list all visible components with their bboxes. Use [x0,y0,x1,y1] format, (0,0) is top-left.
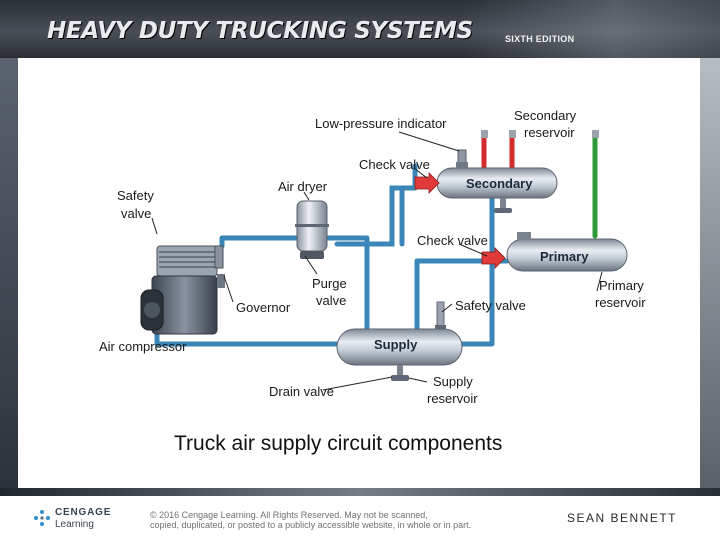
label-purge-valve-2: valve [316,293,346,308]
background-photo-right [700,58,720,488]
label-governor: Governor [236,300,291,315]
copyright-notice: © 2016 Cengage Learning. All Rights Rese… [150,510,530,530]
slide-caption: Truck air supply circuit components [174,432,503,455]
low-pressure-indicator [456,130,599,168]
label-drain-valve: Drain valve [269,384,334,399]
label-primary-reservoir-1: Primary [599,278,644,293]
safety-valve-mid [435,301,446,330]
label-safety-valve-mid: Safety valve [455,298,526,313]
air-supply-diagram: Secondary Primary Supply [97,106,653,406]
line-to-secondary [334,185,405,247]
label-secondary-reservoir-1: Secondary [514,108,577,123]
primary-tank-label: Primary [540,249,589,264]
primary-reservoir-tank: Primary [506,232,628,272]
secondary-reservoir-tank: Secondary [436,167,558,213]
label-supply-reservoir-1: Supply [433,374,473,389]
label-air-compressor: Air compressor [99,339,187,354]
footer [0,488,720,541]
supply-tank-label: Supply [374,337,418,352]
copyright-line-2: copied, duplicated, or posted to a publi… [150,520,472,530]
cengage-logo-icon [34,510,50,526]
label-safety-valve-left-2: valve [121,206,151,221]
edition-label: SIXTH EDITION [505,34,575,44]
air-dryer [295,200,329,259]
label-secondary-reservoir-2: reservoir [524,125,575,140]
label-purge-valve-1: Purge [312,276,347,291]
label-check-valve-mid: Check valve [417,233,488,248]
footer-photo-strip [0,488,720,496]
diagram-text-labels: Low-pressure indicator Secondary reservo… [99,108,646,406]
book-title: HEAVY DUTY TRUCKING SYSTEMS [47,18,473,44]
label-air-dryer: Air dryer [278,179,328,194]
supply-reservoir-tank: Supply [336,328,463,381]
secondary-air-lines [481,133,515,171]
air-compressor [140,245,225,335]
leader-lines [151,131,603,391]
publisher-name: CENGAGE [55,507,112,518]
secondary-tank-label: Secondary [466,176,533,191]
label-check-valve-top: Check valve [359,157,430,172]
publisher-sub: Learning [55,519,94,530]
label-safety-valve-left-1: Safety [117,188,154,203]
header-banner: HEAVY DUTY TRUCKING SYSTEMS SIXTH EDITIO… [0,0,720,58]
copyright-line-1: © 2016 Cengage Learning. All Rights Rese… [150,510,428,520]
background-photo-left [0,58,18,488]
label-low-pressure-indicator: Low-pressure indicator [315,116,447,131]
check-valve-mid-arrow [481,247,506,269]
diagram-svg: Secondary Primary Supply [99,108,646,406]
banner-truck-photo [460,0,720,58]
check-valve-top-arrow [414,172,440,194]
label-primary-reservoir-2: reservoir [595,295,646,310]
label-supply-reservoir-2: reservoir [427,391,478,406]
author-name: SEAN BENNETT [567,511,678,525]
